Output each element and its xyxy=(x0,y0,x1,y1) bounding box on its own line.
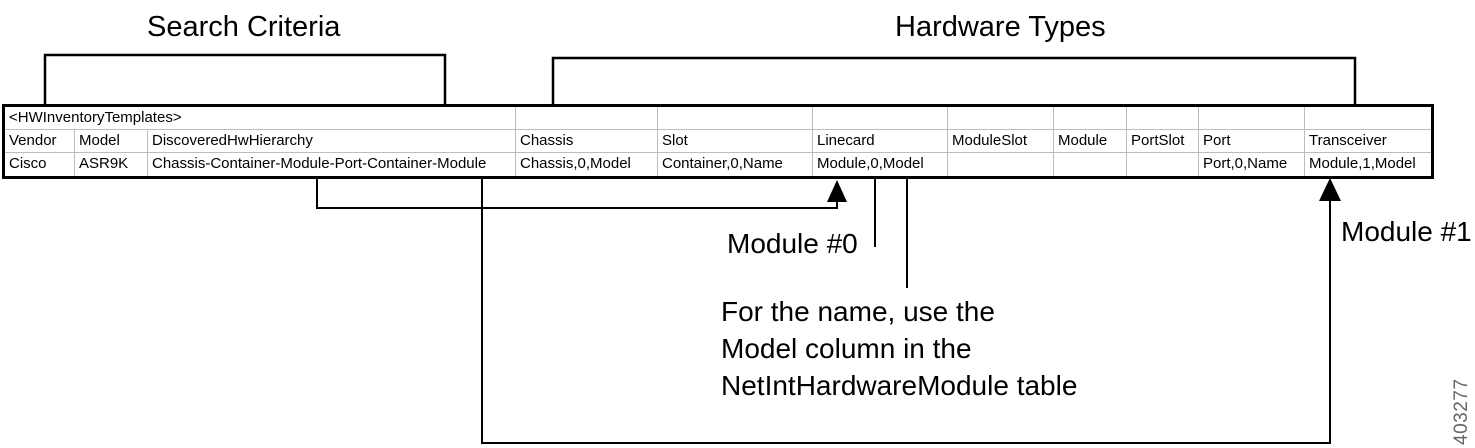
title-row-empty-cell xyxy=(1054,107,1127,130)
note-text-line2: Model column in the xyxy=(721,333,972,364)
module1-arrow-up-icon xyxy=(1319,178,1341,201)
column-header-model: Model xyxy=(75,130,148,153)
column-header-slot: Slot xyxy=(658,130,813,153)
column-header-vendor: Vendor xyxy=(5,130,75,153)
cell-portslot xyxy=(1127,153,1199,176)
search-criteria-bracket xyxy=(43,53,447,104)
cell-port: Port,0,Name xyxy=(1199,153,1305,176)
note-text-line1: For the name, use the xyxy=(721,296,995,327)
cell-chassis: Chassis,0,Model xyxy=(516,153,658,176)
cell-transceiver: Module,1,Model xyxy=(1309,155,1416,172)
cell-slot: Container,0,Name xyxy=(658,153,813,176)
column-header-transceiver: Transceiver xyxy=(1305,130,1431,153)
title-row-empty-cell xyxy=(1305,107,1431,130)
module0-arrow-up-icon xyxy=(827,180,847,202)
title-row-empty-cell xyxy=(948,107,1054,130)
title-row-empty-cell xyxy=(813,107,948,130)
note-text-line3: NetIntHardwareModule table xyxy=(721,370,1078,401)
figure-number: 403277 xyxy=(1451,378,1472,445)
cell-module xyxy=(1054,153,1127,176)
column-header-linecard: Linecard xyxy=(813,130,948,153)
hardware-types-bracket xyxy=(551,56,1357,104)
table-title-cell: <HWInventoryTemplates> xyxy=(5,107,516,130)
cell-discoveredhwhierarchy: Chassis-Container-Module-Port-Container-… xyxy=(148,153,516,176)
cell-linecard: Module,0,Model xyxy=(813,153,948,176)
column-header-moduleslot: ModuleSlot xyxy=(948,130,1054,153)
title-row-empty-cell xyxy=(1127,107,1199,130)
cell-model: ASR9K xyxy=(75,153,148,176)
column-header-module: Module xyxy=(1054,130,1127,153)
column-header-chassis: Chassis xyxy=(516,130,658,153)
note-text: For the name, use the Model column in th… xyxy=(721,293,1077,404)
module1-label: Module #1 xyxy=(1341,216,1472,247)
column-header-discoveredhwhierarchy: DiscoveredHwHierarchy xyxy=(148,130,516,153)
cell-moduleslot xyxy=(948,153,1054,176)
column-header-port: Port xyxy=(1199,130,1305,153)
title-row-empty-cell xyxy=(658,107,813,130)
hw-inventory-templates-table: <HWInventoryTemplates> Vendor Model Disc… xyxy=(2,104,1434,179)
column-header-portslot: PortSlot xyxy=(1127,130,1199,153)
cell-vendor: Cisco xyxy=(5,153,75,176)
search-criteria-label: Search Criteria xyxy=(147,11,341,43)
title-row-empty-cell xyxy=(516,107,658,130)
hardware-types-label: Hardware Types xyxy=(895,11,1106,43)
module0-connector-line xyxy=(316,177,838,209)
module0-label: Module #0 xyxy=(727,228,858,259)
module1-connector-line xyxy=(481,177,1331,444)
title-row-empty-cell xyxy=(1199,107,1305,130)
